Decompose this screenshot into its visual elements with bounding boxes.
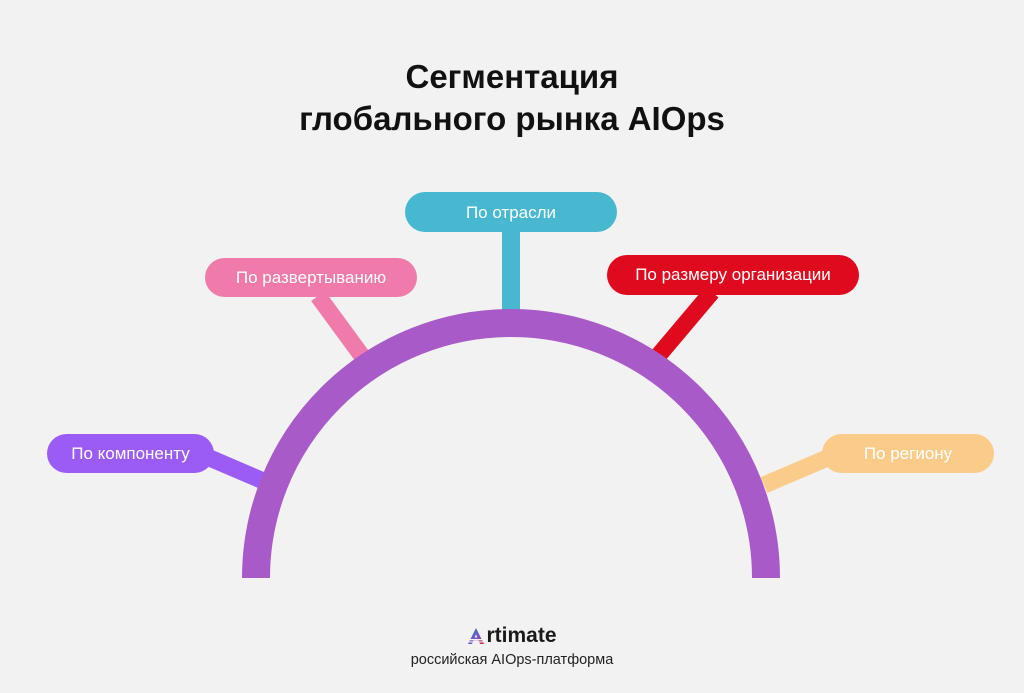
- connector-component: [201, 448, 272, 491]
- label-industry: По отрасли: [466, 203, 556, 222]
- pill-org-size: [607, 255, 859, 295]
- connector-region: [760, 448, 836, 493]
- segment-deployment: По развертыванию: [205, 258, 417, 297]
- artimate-logo-icon: [468, 628, 485, 644]
- segment-region: По региону: [822, 434, 994, 473]
- segment-industry: По отрасли: [405, 192, 617, 232]
- label-deployment: По развертыванию: [236, 268, 386, 287]
- connector-deployment: [311, 290, 369, 362]
- label-region: По региону: [864, 444, 953, 463]
- segment-org-size: По размеру организации: [607, 255, 859, 295]
- brand-logo: rtimate: [467, 622, 557, 650]
- footer: rtimate российская AIOps-платформа: [0, 622, 1024, 668]
- label-component: По компоненту: [71, 444, 190, 463]
- title-line-2: глобального рынка AIOps: [299, 100, 725, 137]
- main-arc: [242, 309, 780, 579]
- label-org-size: По размеру организации: [635, 265, 831, 284]
- pill-deployment: [205, 258, 417, 297]
- pill-component: [47, 434, 214, 473]
- tagline: российская AIOps-платформа: [410, 652, 614, 668]
- title-line-1: Сегментация: [405, 58, 619, 95]
- segment-component: По компоненту: [47, 434, 214, 473]
- brand-name: rtimate: [486, 624, 557, 647]
- page-title: Сегментация глобального рынка AIOps: [0, 56, 1024, 140]
- pill-region: [822, 434, 994, 473]
- pill-industry: [405, 192, 617, 232]
- connector-org-size: [651, 286, 719, 362]
